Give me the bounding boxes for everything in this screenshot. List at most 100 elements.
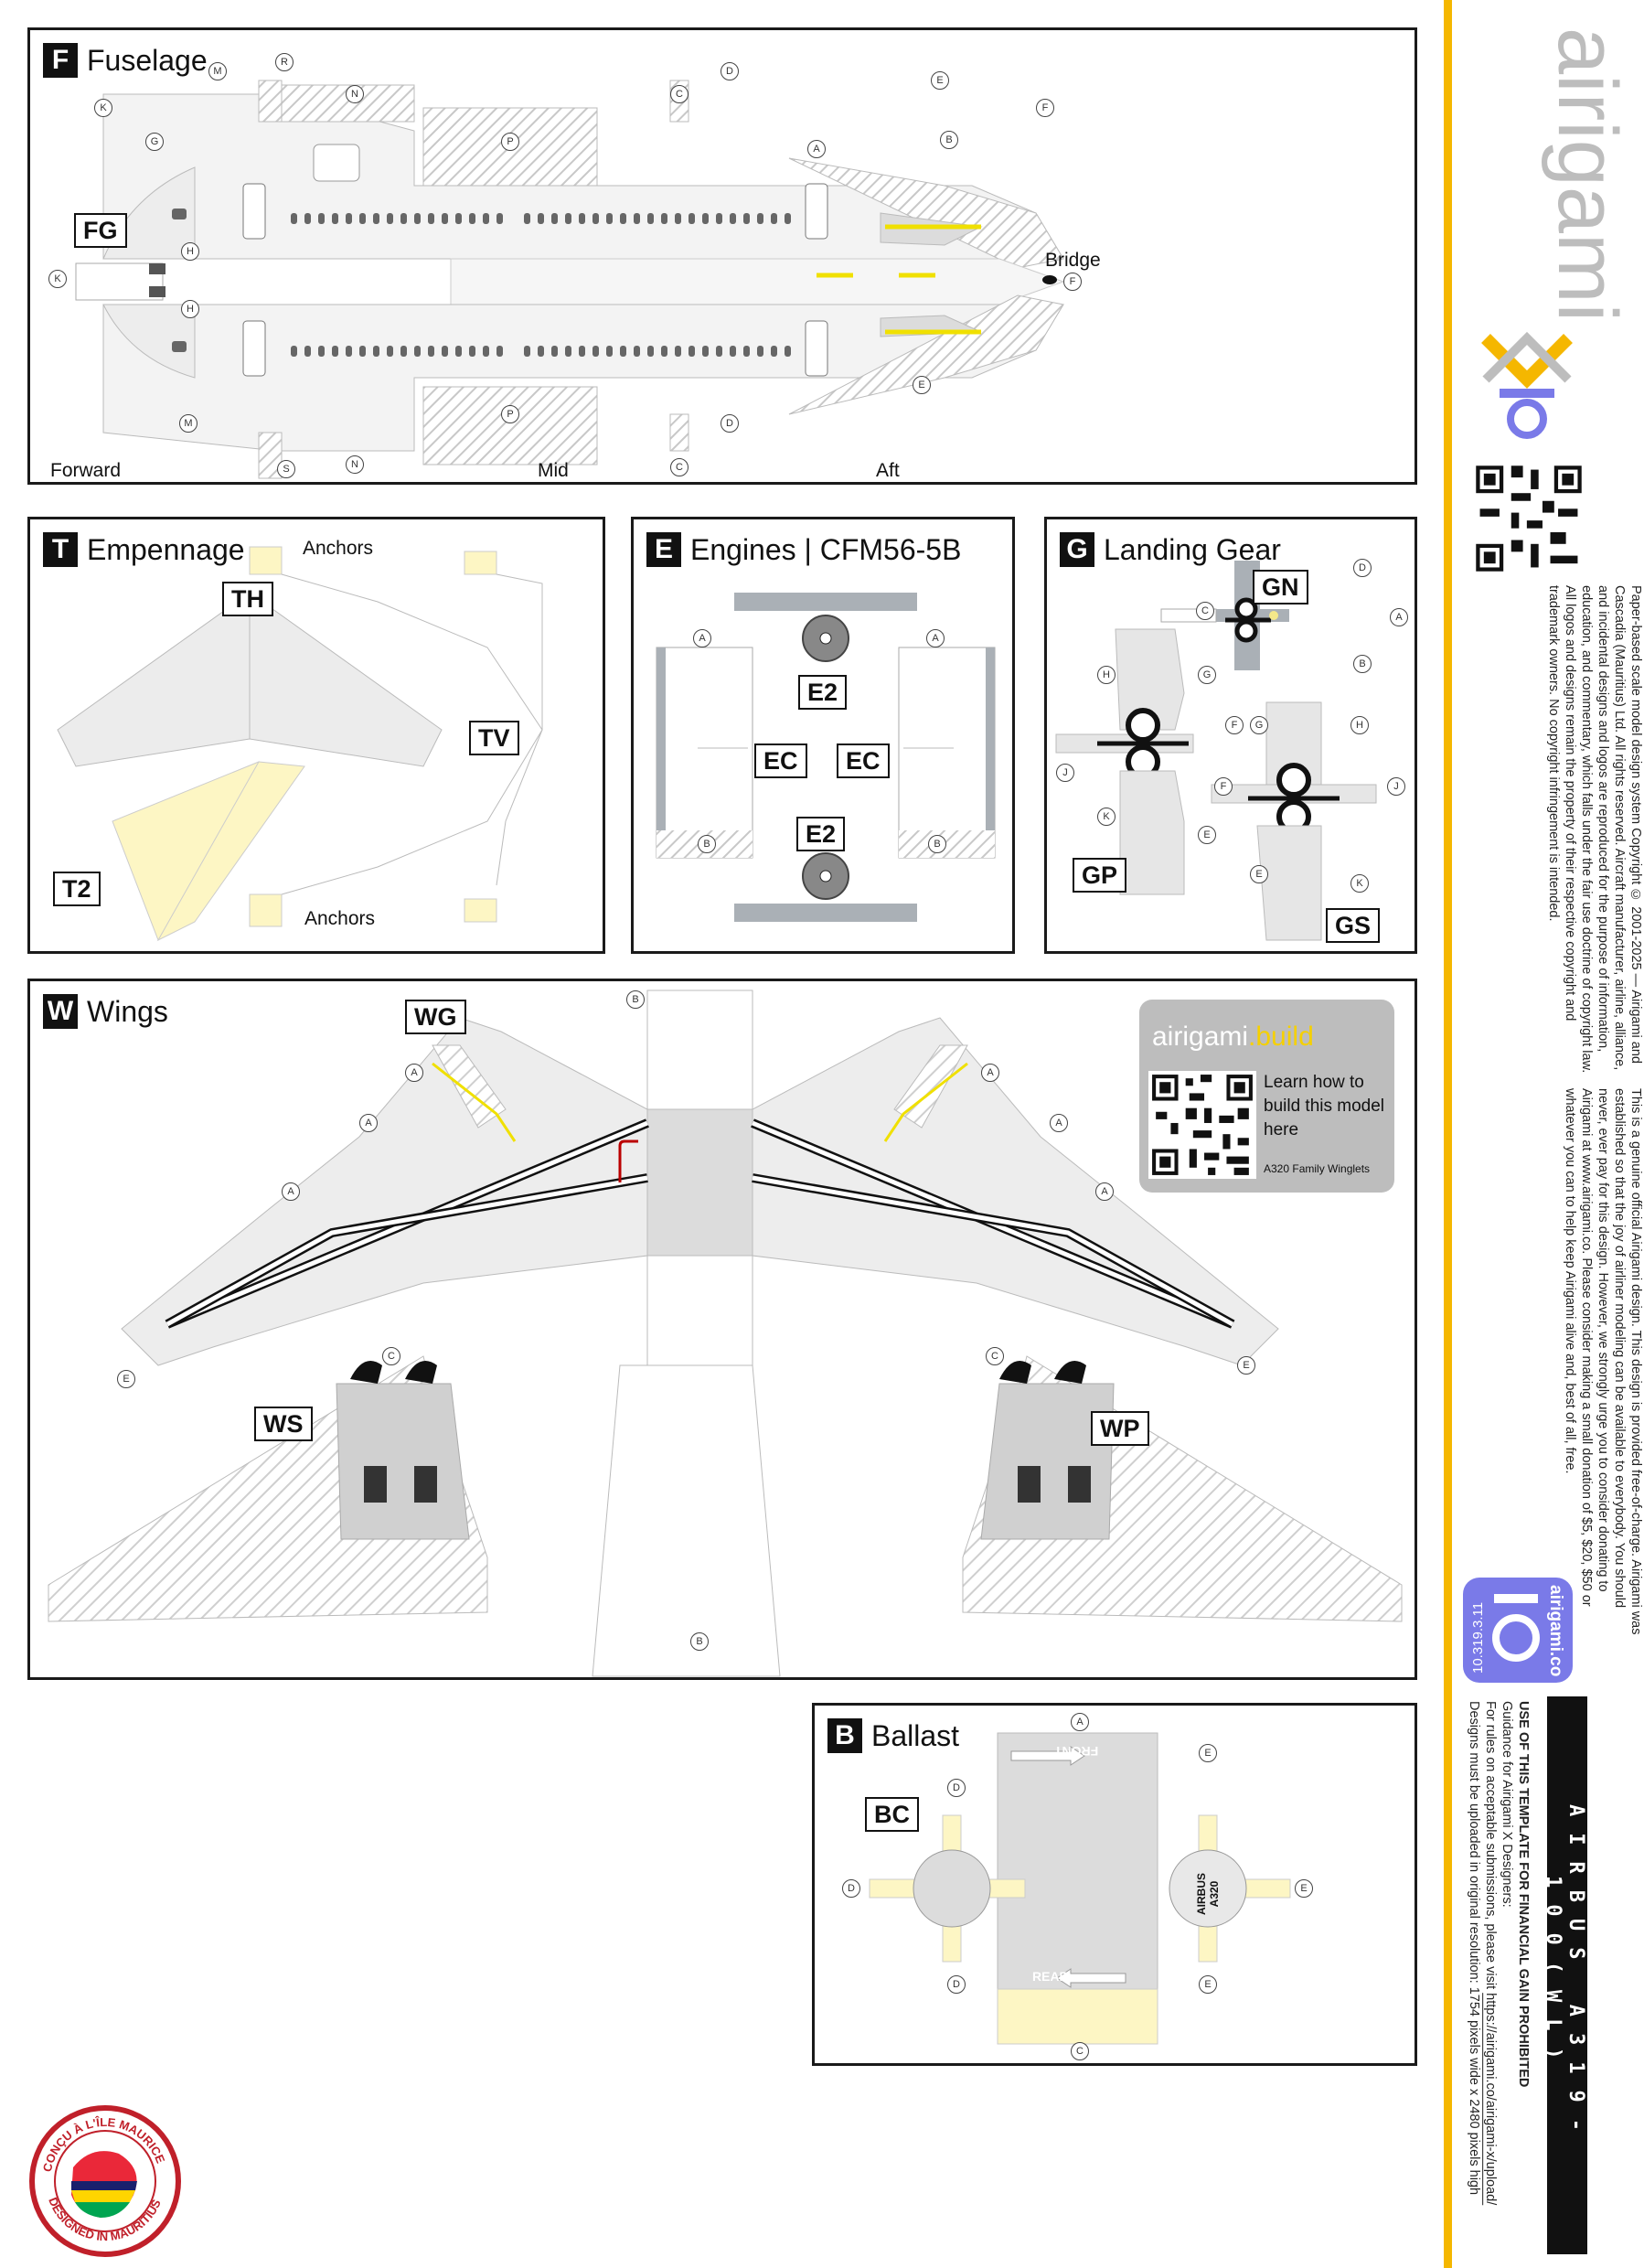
registration-text: AIRBUS A319-100(WL)	[1542, 1803, 1587, 2147]
cabin-window	[496, 346, 503, 357]
tag-gs: GS	[1326, 908, 1381, 943]
cabin-window	[785, 346, 791, 357]
cabin-window	[291, 213, 297, 224]
tag-ws: WS	[254, 1407, 313, 1441]
circle-label: A	[693, 629, 711, 647]
usage-link[interactable]: https://airigami.co/airigami-x/upload/	[1483, 1993, 1498, 2206]
airigami-co-badge[interactable]: 10.319.3.11 airigami.co	[1463, 1578, 1573, 1683]
circle-label: A	[282, 1182, 300, 1201]
label-forward: Forward	[50, 460, 122, 481]
usage-notice: USE OF THIS TEMPLATE FOR FINANCIAL GAIN …	[1449, 1701, 1532, 2213]
airigami-x-io-logo: airigami	[1472, 18, 1634, 439]
circle-label: C	[670, 85, 689, 103]
circle-label: D	[947, 1779, 966, 1797]
circle-label: E	[1250, 865, 1268, 883]
tag-fg: FG	[74, 213, 127, 248]
label-front: FRONT	[1054, 1744, 1099, 1759]
circle-label: P	[501, 133, 519, 151]
circle-label: D	[721, 62, 739, 80]
tag-gn: GN	[1253, 570, 1308, 604]
cabin-window	[661, 346, 667, 357]
circle-label: J	[1056, 764, 1074, 782]
circle-label: D	[947, 1975, 966, 1994]
cabin-window	[579, 213, 585, 224]
side-qr-code-icon[interactable]	[1472, 462, 1585, 575]
usage-line1: Guidance for Airigami X Designers:	[1500, 1701, 1514, 1908]
cabin-window	[702, 213, 709, 224]
promo-brand-main: airigami	[1152, 1022, 1249, 1052]
circle-label: C	[986, 1347, 1004, 1365]
cabin-window	[716, 346, 722, 357]
circle-label: N	[346, 85, 364, 103]
cabin-window	[634, 346, 640, 357]
circle-label: A	[926, 629, 945, 647]
cabin-window	[675, 213, 681, 224]
cabin-window	[702, 346, 709, 357]
empennage-title: Empennage	[87, 532, 245, 566]
circle-label: G	[145, 133, 164, 151]
sidebar-accent-bar	[1444, 0, 1452, 2268]
fuselage-title: Fuselage	[87, 43, 208, 77]
cabin-window	[785, 213, 791, 224]
qr-code-icon[interactable]	[1148, 1071, 1256, 1179]
donation-text: This is a genuine official Airigami desi…	[1563, 1088, 1643, 1635]
tag-wg: WG	[405, 1000, 466, 1034]
wings-artwork	[48, 990, 1403, 1677]
cabin-window	[620, 213, 626, 224]
cabin-window	[483, 346, 489, 357]
tag-ec-left: EC	[754, 744, 807, 778]
label-mid: Mid	[538, 460, 569, 481]
cabin-window	[455, 346, 462, 357]
fuselage-artwork	[75, 80, 1065, 479]
circle-label: F	[1063, 273, 1082, 291]
build-guide-promo[interactable]: airigami.build Learn how to build this m…	[1139, 1000, 1394, 1193]
cabin-window	[400, 213, 407, 224]
circle-label: A	[807, 140, 826, 158]
cabin-window	[346, 213, 352, 224]
cabin-window	[757, 346, 763, 357]
circle-label: H	[181, 300, 199, 318]
cabin-window	[565, 346, 571, 357]
empennage-letter: T	[43, 532, 78, 567]
cabin-window	[730, 213, 736, 224]
cabin-window	[565, 213, 571, 224]
cabin-window	[400, 346, 407, 357]
cabin-window	[346, 346, 352, 357]
circle-label: N	[346, 455, 364, 474]
cabin-window	[771, 213, 777, 224]
cabin-window	[318, 213, 325, 224]
cabin-window	[359, 213, 366, 224]
cabin-window	[414, 346, 421, 357]
cabin-window	[551, 346, 558, 357]
circle-label: H	[1097, 666, 1116, 684]
circle-label: B	[690, 1632, 709, 1651]
circle-label: K	[1350, 874, 1369, 893]
version-text: 10.319.3.11	[1470, 1601, 1486, 1674]
promo-brand: airigami.build	[1152, 1022, 1314, 1053]
circle-label: E	[1237, 1356, 1255, 1375]
usage-line2: For rules on acceptable submissions, ple…	[1483, 1701, 1498, 1990]
cabin-window	[373, 213, 379, 224]
circle-label: K	[94, 99, 112, 117]
cabin-window	[304, 213, 311, 224]
cabin-window	[442, 213, 448, 224]
circle-label: E	[913, 376, 931, 394]
circle-label: F	[1225, 716, 1244, 734]
cabin-window	[387, 346, 393, 357]
fuselage-letter: F	[43, 43, 78, 78]
circle-label: K	[48, 270, 67, 288]
circle-label: E	[1198, 826, 1216, 844]
circle-label: C	[382, 1347, 400, 1365]
cabin-window	[387, 213, 393, 224]
cabin-window	[716, 213, 722, 224]
usage-title: USE OF THIS TEMPLATE FOR FINANCIAL GAIN …	[1516, 1701, 1531, 2088]
cabin-window	[592, 213, 599, 224]
label-bridge: Bridge	[1045, 250, 1101, 271]
cabin-window	[428, 346, 434, 357]
cabin-window	[332, 213, 338, 224]
usage-line3: Designs must be uploaded in original res…	[1467, 1701, 1481, 2196]
circle-label: H	[181, 242, 199, 261]
tag-t2: T2	[53, 872, 101, 906]
